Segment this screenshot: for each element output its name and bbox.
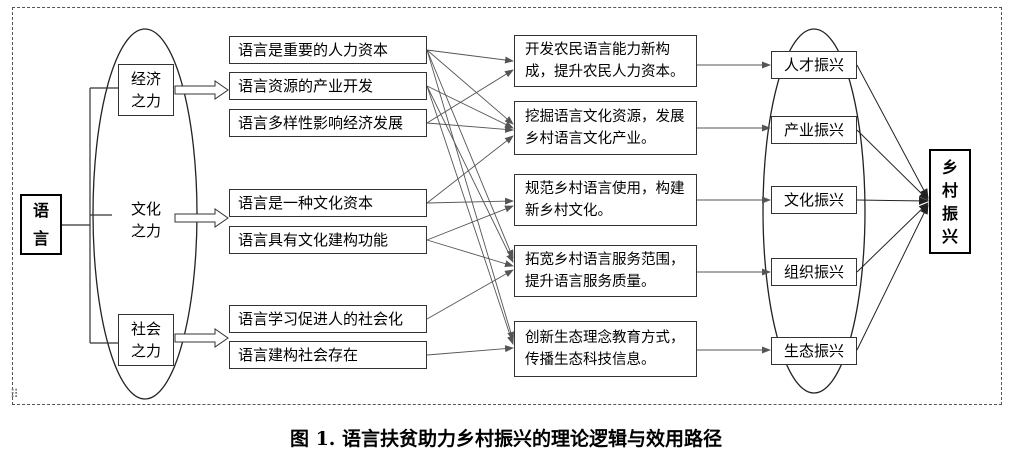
path-culture-industry: 挖掘语言文化资源，发展乡村语言文化产业。 xyxy=(514,101,697,155)
source-box-language: 语言 xyxy=(20,194,62,255)
revitalization-culture: 文化振兴 xyxy=(771,186,857,214)
target-box-rural-revitalization: 乡村振兴 xyxy=(929,149,971,254)
diagram-frame xyxy=(12,7,1002,405)
mechanism-cultural-capital: 语言是一种文化资本 xyxy=(229,189,427,217)
mechanism-diversity-economy: 语言多样性影响经济发展 xyxy=(229,109,427,137)
block-arrow-culture xyxy=(174,208,229,228)
revitalization-to-target-arrows xyxy=(856,64,929,351)
path-language-service: 拓宽乡村语言服务范围，提升语言服务质量。 xyxy=(514,245,697,297)
category-cultural: 文化之力 xyxy=(118,194,174,246)
revitalization-industry: 产业振兴 xyxy=(771,116,857,144)
block-arrow-society xyxy=(174,328,229,348)
path-ecology-education: 创新生态理念教育方式，传播生态科技信息。 xyxy=(514,321,697,377)
mechanism-industry-development: 语言资源的产业开发 xyxy=(229,72,427,100)
block-arrow-economy xyxy=(174,80,229,100)
mechanism-socialization: 语言学习促进人的社会化 xyxy=(229,305,427,333)
path-new-culture: 规范乡村语言使用，构建新乡村文化。 xyxy=(514,174,697,226)
figure-caption: 图 1. 语言扶贫助力乡村振兴的理论逻辑与效用路径 xyxy=(289,428,723,450)
revitalization-organization: 组织振兴 xyxy=(771,258,857,286)
category-economic: 经济之力 xyxy=(118,64,174,116)
revitalization-ecology: 生态振兴 xyxy=(771,337,857,365)
source-bracket xyxy=(62,87,118,344)
mechanism-social-existence: 语言建构社会存在 xyxy=(229,341,427,369)
path-human-capital: 开发农民语言能力新构成，提升农民人力资本。 xyxy=(514,35,697,87)
right-ellipse xyxy=(762,28,866,394)
mechanism-human-capital: 语言是重要的人力资本 xyxy=(229,36,427,64)
path-to-revitalization-arrows xyxy=(697,61,771,354)
drag-handle-icon[interactable]: ⠿ xyxy=(10,387,19,401)
category-social: 社会之力 xyxy=(118,314,174,366)
mechanism-to-path-arrows xyxy=(426,49,515,356)
mechanism-cultural-construction: 语言具有文化建构功能 xyxy=(229,226,427,254)
revitalization-talent: 人才振兴 xyxy=(771,51,857,79)
